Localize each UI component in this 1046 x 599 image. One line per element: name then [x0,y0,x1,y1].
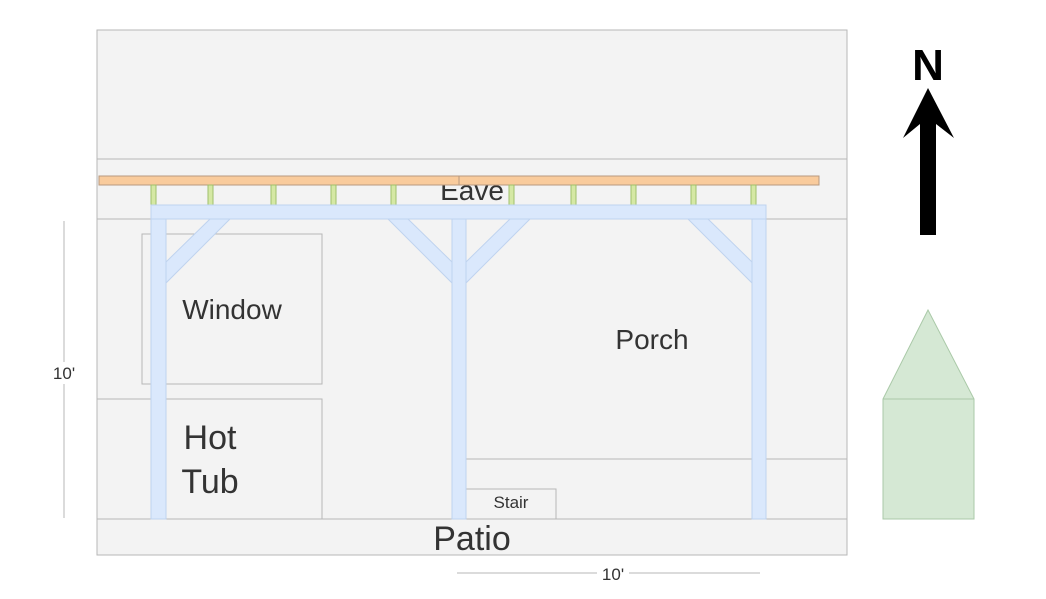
post-right [751,218,767,520]
north-label: N [912,41,944,90]
purlin [750,184,757,206]
purlin [207,184,214,206]
pergola-frame [150,204,767,520]
porch-label: Porch [615,324,688,355]
purlin [508,184,515,206]
post-center [451,218,467,520]
hot-tub-label-line2: Tub [181,463,238,501]
stair-label: Stair [494,493,529,512]
north-arrow-icon [903,88,954,235]
dimension-label-bg-vertical [50,362,80,384]
purlin [690,184,697,206]
dimension-label-bg-horizontal [597,563,629,583]
ledger-board-right [458,175,820,186]
patio-box [96,518,848,556]
purlin [270,184,277,206]
post-left [150,218,167,520]
house-icon [882,308,975,520]
purlin [570,184,577,206]
dimension-label-vertical: 10' [53,364,75,383]
ledger-board-left [98,175,460,186]
dimension-label-horizontal: 10' [602,565,624,584]
purlin [330,184,337,206]
beam [150,204,767,220]
window-label: Window [182,294,282,325]
purlin [150,184,157,206]
hot-tub-label-line1: Hot [184,419,237,457]
patio-label: Patio [433,520,511,558]
purlin [630,184,637,206]
purlin [390,184,397,206]
hot-tub-box [96,398,323,520]
